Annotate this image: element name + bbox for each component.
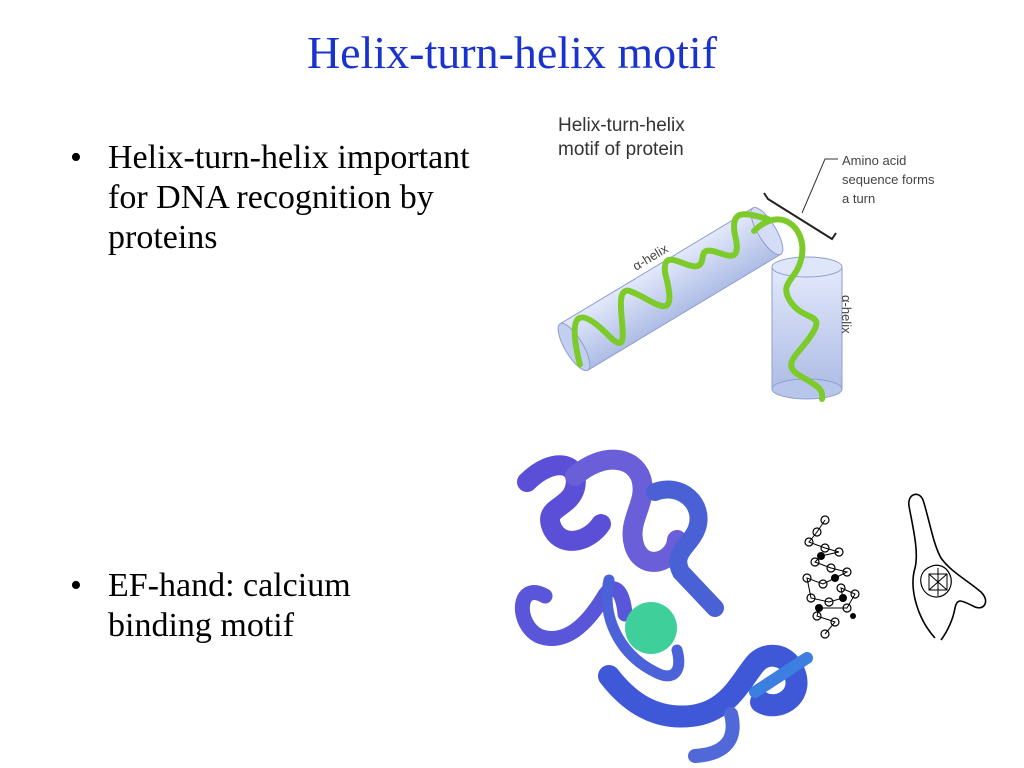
bullet-list-hth: • Helix-turn-helix important for DNA rec… [70,138,480,258]
helix-turn-helix-figure: Helix-turn-helix motif of protein Amino … [557,115,935,402]
ef-ribbon-segment [688,707,740,763]
ef-ribbon-segment [514,581,633,646]
alpha-helix-cylinder-2 [771,256,843,400]
helix-ribbon-2 [751,216,826,402]
annotation-leader-line [801,158,838,214]
ef-ribbon-segment [749,652,813,698]
molecular-structure-sketch [802,515,860,639]
figure-title-line2: motif of protein [558,139,684,160]
bullet-dot-icon: • [70,139,82,176]
figure-title-line1: Helix-turn-helix [558,115,685,136]
bullet-text: EF-hand: calcium binding motif [108,567,351,644]
slide-title: Helix-turn-helix motif [306,27,718,78]
ef-loop [601,574,685,682]
bullet-item: • EF-hand: calcium binding motif [70,566,430,646]
ef-hand-ribbon-figure [514,449,813,763]
bullet-item: • Helix-turn-helix important for DNA rec… [70,138,480,258]
calcium-ion [625,602,677,654]
bullet-text: Helix-turn-helix important for DNA recog… [108,139,470,256]
turn-bracket [763,192,837,241]
annotation-line1: Amino acid [842,153,906,168]
ef-ribbon-segment [598,644,808,728]
ef-hand-drawing [908,493,987,641]
helix-label-2: α-helix [839,295,854,334]
annotation-line3: a turn [842,191,875,206]
ef-ribbon-segment [646,480,724,617]
annotation-line2: sequence forms [842,172,935,187]
ef-ribbon-segment [517,455,611,551]
bullet-list-ef: • EF-hand: calcium binding motif [70,566,430,646]
ef-ribbon-segment [565,449,687,572]
alpha-helix-cylinder-1 [557,207,784,372]
bullet-dot-icon: • [70,567,82,604]
